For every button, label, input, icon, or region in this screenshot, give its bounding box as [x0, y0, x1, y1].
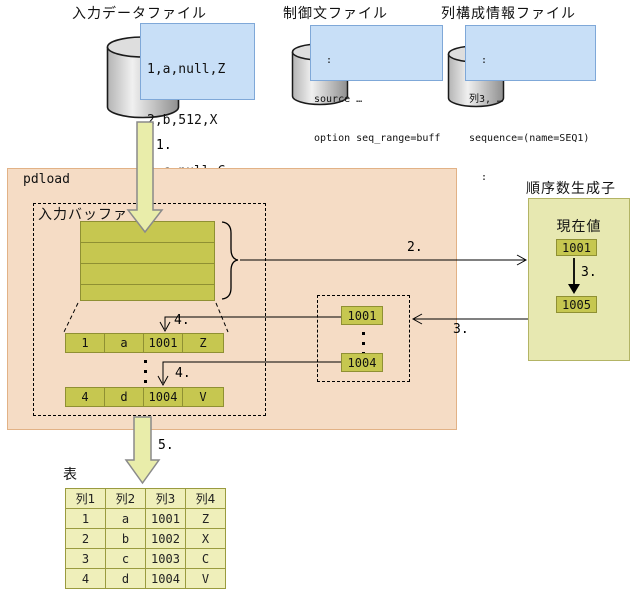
- current-value-label: 現在値: [556, 219, 602, 235]
- buffer-row: [81, 243, 214, 264]
- input-data-file-title: 入力データファイル: [72, 6, 207, 22]
- record-cell: 1001: [143, 333, 183, 353]
- record-cell: 1004: [143, 387, 183, 407]
- step-4-label-row1: 4.: [174, 313, 190, 328]
- input-data-file-content: 1,a,null,Z 2,b,512,X 3,c,null,C 4,d,768,…: [140, 23, 255, 230]
- control-file-title: 制御文ファイル: [283, 6, 388, 22]
- table-label: 表: [63, 467, 78, 483]
- buffer-row: [81, 285, 214, 305]
- table-cell: 1002: [146, 529, 186, 549]
- table-header: 列4: [186, 489, 226, 509]
- record-cell: 4: [65, 387, 105, 407]
- table-cell: 1: [66, 509, 106, 529]
- column-info-line: sequence=(name=SEQ1): [469, 133, 590, 144]
- input-buffer-label: 入力バッファ: [38, 207, 128, 223]
- step-4-label-row2: 4.: [175, 366, 191, 381]
- result-table: 列1 列2 列3 列4 1 a 1001 Z 2 b 1002 X 3 c 10…: [65, 488, 226, 589]
- sequence-generator-box: 現在値 1001 1005: [528, 198, 630, 361]
- table-header: 列3: [146, 489, 186, 509]
- step-1-label: 1.: [156, 138, 172, 153]
- sequence-generator-title: 順序数生成子: [526, 181, 616, 197]
- vertical-ellipsis: [144, 356, 147, 386]
- step-3-label-generator: 3.: [581, 265, 597, 280]
- column-info-line: :: [469, 172, 488, 183]
- current-value-box: 1001: [556, 239, 597, 256]
- next-value-box: 1005: [556, 296, 597, 313]
- record-cell: d: [104, 387, 144, 407]
- column-info-line: 列3, …: [469, 94, 504, 105]
- control-line: source …: [314, 94, 363, 105]
- sequence-value-bottom: 1004: [341, 353, 383, 372]
- sequence-values-region: [317, 295, 410, 382]
- table-cell: V: [186, 569, 226, 589]
- table-cell: c: [106, 549, 146, 569]
- step-3-label-line: 3.: [453, 322, 469, 337]
- table-cell: 4: [66, 569, 106, 589]
- record-cell: a: [104, 333, 144, 353]
- data-line: 1,a,null,Z: [147, 62, 226, 77]
- table-cell: X: [186, 529, 226, 549]
- buffer-row: [81, 222, 214, 243]
- expanded-record-row-2: 4 d 1004 V: [65, 387, 224, 407]
- data-line: 2,b,512,X: [147, 113, 218, 128]
- buffer-row: [81, 264, 214, 285]
- step-5-label: 5.: [158, 438, 174, 453]
- column-info-file-title: 列構成情報ファイル: [441, 6, 576, 22]
- table-cell: 1004: [146, 569, 186, 589]
- record-cell: 1: [65, 333, 105, 353]
- table-header: 列1: [66, 489, 106, 509]
- table-cell: C: [186, 549, 226, 569]
- table-cell: 2: [66, 529, 106, 549]
- expanded-record-row-1: 1 a 1001 Z: [65, 333, 224, 353]
- record-cell: Z: [182, 333, 224, 353]
- sequence-value-top: 1001: [341, 306, 383, 325]
- record-cell: V: [182, 387, 224, 407]
- column-info-file-content: : 列3, … sequence=(name=SEQ1) :: [465, 25, 596, 183]
- table-header: 列2: [106, 489, 146, 509]
- arrow-step2-head-icon: [516, 254, 528, 266]
- control-line: option seq_range=buff: [314, 133, 441, 144]
- table-cell: 1001: [146, 509, 186, 529]
- table-cell: 3: [66, 549, 106, 569]
- table-cell: d: [106, 569, 146, 589]
- control-line: :: [314, 55, 333, 66]
- input-buffer-stack: [80, 221, 215, 301]
- table-cell: 1003: [146, 549, 186, 569]
- table-cell: Z: [186, 509, 226, 529]
- step-2-label: 2.: [407, 240, 423, 255]
- control-file-content: : source … option seq_range=buff :: [310, 25, 443, 183]
- pdload-label: pdload: [23, 172, 70, 187]
- column-info-line: :: [469, 55, 488, 66]
- table-cell: a: [106, 509, 146, 529]
- table-cell: b: [106, 529, 146, 549]
